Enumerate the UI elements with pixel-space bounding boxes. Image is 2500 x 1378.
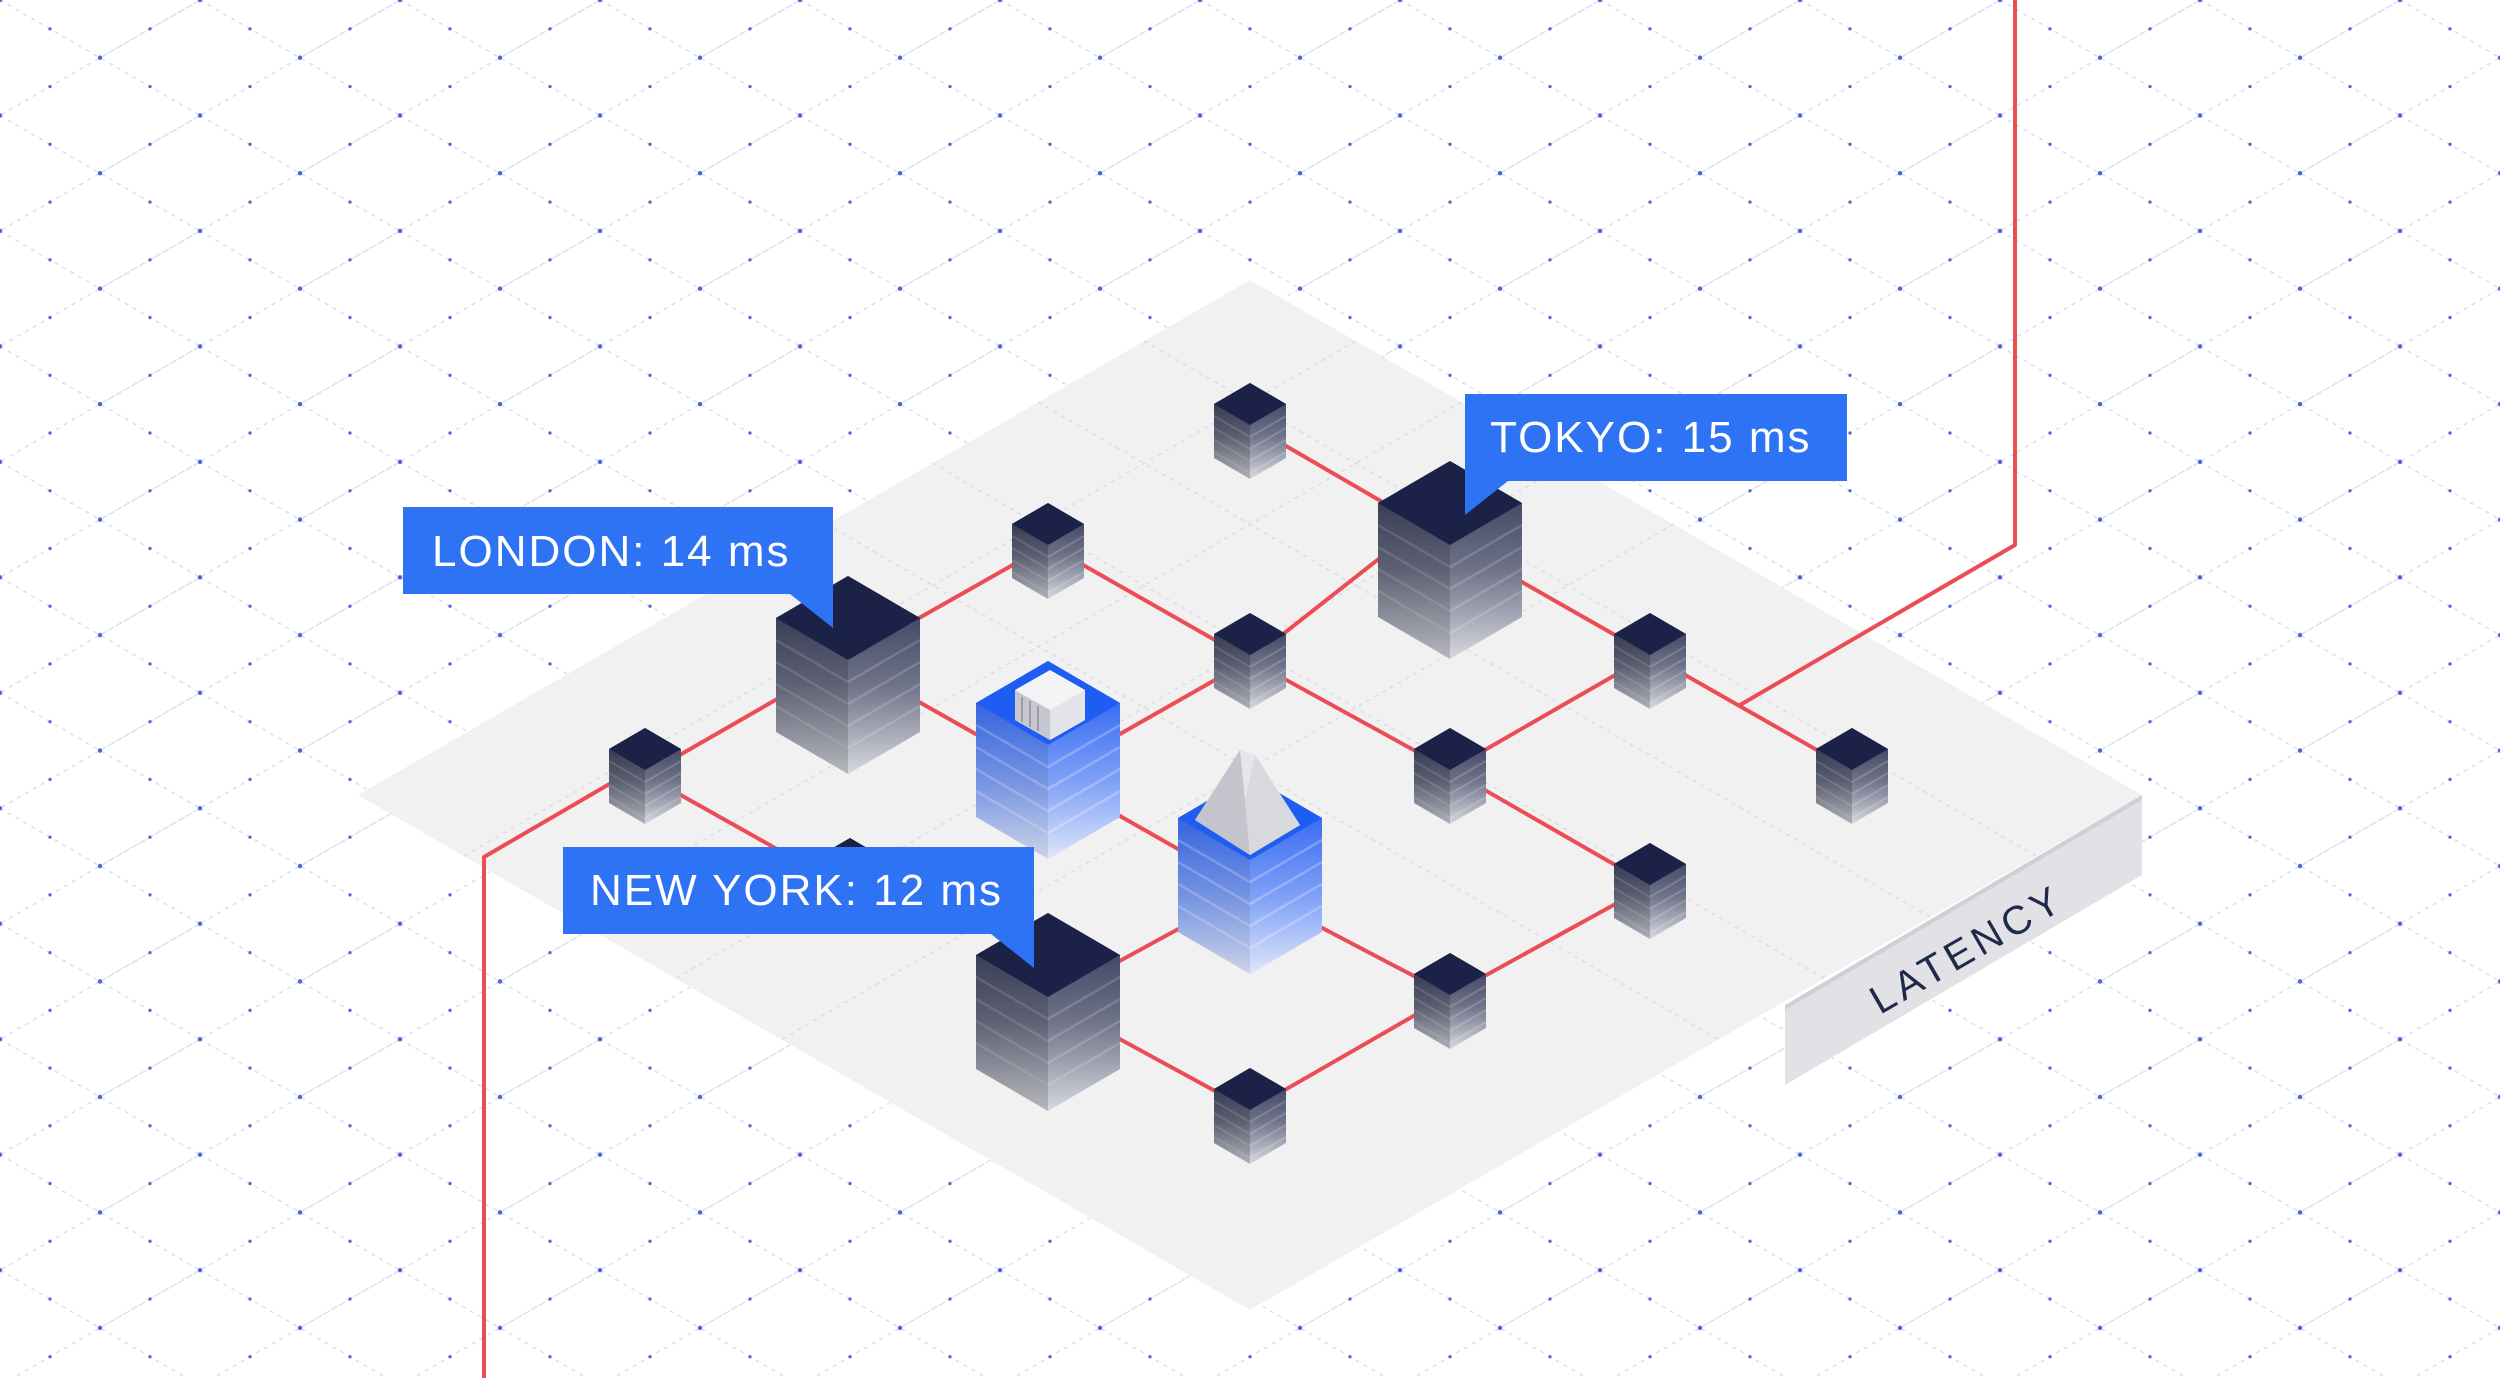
- cloud-node-building: [974, 659, 1122, 861]
- mountain-icon: [1195, 750, 1300, 855]
- callout-newyork: NEW YORK: 12 ms: [563, 847, 1034, 968]
- callout-london-label: LONDON: 14 ms: [432, 527, 791, 576]
- route-tokyo: [1738, 0, 2017, 707]
- node-newyork: [974, 911, 1122, 1113]
- latency-slab: [1785, 795, 2142, 1085]
- callout-newyork-label: NEW YORK: 12 ms: [590, 866, 1003, 915]
- node-tokyo: [1376, 459, 1524, 661]
- building-icon: [1015, 670, 1085, 740]
- callout-london: LONDON: 14 ms: [403, 507, 833, 628]
- route-left: [482, 770, 632, 1378]
- callout-tokyo-label: TOKYO: 15 ms: [1490, 413, 1812, 462]
- cloud-node-mountain: [1176, 750, 1324, 976]
- node-london: [774, 574, 922, 776]
- callout-tokyo: TOKYO: 15 ms: [1465, 394, 1847, 515]
